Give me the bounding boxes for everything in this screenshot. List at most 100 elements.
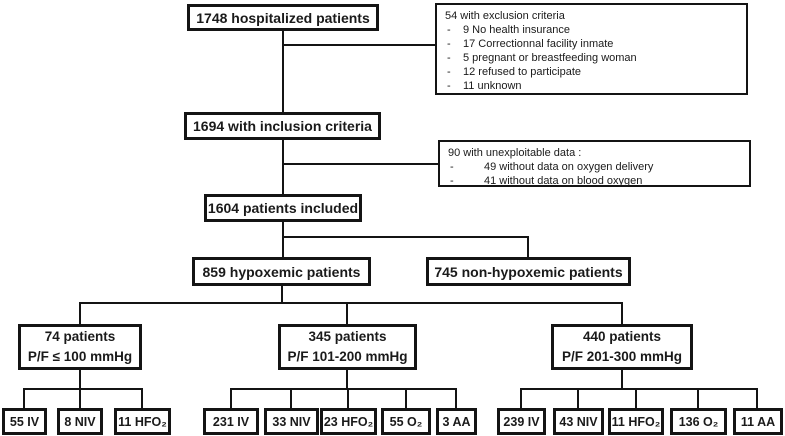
box-moderate-o2: 55 O₂ [381, 408, 431, 435]
therapy-label: 55 O₂ [389, 414, 423, 429]
exclusion-list: -9 No health insurance -17 Correctionnal… [445, 23, 740, 93]
connector [79, 302, 81, 325]
list-item-text: 49 without data on oxygen delivery [484, 161, 654, 173]
box-non-hypoxemic-label: 745 non-hypoxemic patients [434, 263, 623, 280]
therapy-label: 8 NIV [64, 414, 96, 429]
list-item: -12 refused to participate [445, 65, 740, 79]
list-item: -17 Correctionnal facility inmate [445, 37, 740, 51]
list-item-text: 11 unknown [463, 80, 522, 92]
therapy-label: 231 IV [212, 414, 250, 429]
connector [230, 388, 232, 409]
therapy-label: 136 O₂ [678, 414, 719, 429]
connector [281, 286, 283, 304]
pf-count: 440 patients [582, 329, 662, 344]
connector [141, 388, 143, 409]
connector [697, 388, 699, 409]
box-non-hypoxemic: 745 non-hypoxemic patients [426, 257, 631, 286]
box-severe-niv: 8 NIV [57, 408, 103, 435]
pf-count: 74 patients [44, 329, 116, 344]
connector [577, 388, 579, 409]
exclusion-criteria-box: 54 with exclusion criteria -9 No health … [435, 3, 748, 95]
pf-count: 345 patients [308, 329, 387, 344]
box-mild-aa: 11 AA [733, 408, 783, 435]
connector [23, 388, 25, 409]
box-moderate-niv: 33 NIV [264, 408, 319, 435]
list-item-text: 12 refused to participate [463, 66, 582, 78]
bullet-dash: - [450, 161, 454, 173]
list-item: - 49 without data on oxygen delivery [448, 160, 743, 174]
box-moderate-hfo2: 23 HFO₂ [320, 408, 377, 435]
connector [290, 388, 292, 409]
bullet-dash: - [447, 52, 451, 64]
connector [23, 388, 143, 390]
connector [455, 388, 457, 409]
connector [282, 163, 438, 165]
connector [405, 388, 407, 409]
box-pf-201-300: 440 patients P/F 201-300 mmHg [551, 324, 693, 370]
therapy-label: 3 AA [442, 414, 471, 429]
list-item: -9 No health insurance [445, 23, 740, 37]
therapy-label: 55 IV [9, 414, 40, 429]
pf-range: P/F 201-300 mmHg [561, 349, 683, 364]
list-item-text: 5 pregnant or breastfeeding woman [463, 52, 637, 64]
bullet-dash: - [447, 38, 451, 50]
therapy-label: 11 HFO₂ [611, 414, 661, 429]
box-hypoxemic-label: 859 hypoxemic patients [202, 263, 361, 280]
connector [230, 388, 457, 390]
list-item: -41 without data on blood oxygen [448, 174, 743, 188]
pf-range: P/F 101-200 mmHg [287, 349, 408, 364]
therapy-label: 23 HFO₂ [323, 414, 374, 429]
box-moderate-iv: 231 IV [203, 408, 259, 435]
connector [520, 388, 758, 390]
connector [282, 236, 529, 238]
box-patients-included: 1604 patients included [204, 194, 362, 222]
box-hospitalized-patients: 1748 hospitalized patients [187, 4, 379, 31]
list-item: -11 unknown [445, 79, 740, 93]
connector [347, 388, 349, 409]
connector [79, 388, 81, 409]
box-mild-niv: 43 NIV [553, 408, 604, 435]
bullet-dash: - [447, 66, 451, 78]
box-pf-101-200: 345 patients P/F 101-200 mmHg [278, 324, 417, 370]
list-item-text: 17 Correctionnal facility inmate [463, 38, 614, 50]
box-hospitalized-label: 1748 hospitalized patients [196, 9, 370, 26]
therapy-label: 11 HFO₂ [118, 414, 167, 429]
list-item-text: 41 without data on blood oxygen [484, 175, 643, 187]
box-mild-hfo2: 11 HFO₂ [608, 408, 664, 435]
box-included-label: 1604 patients included [207, 200, 359, 216]
bullet-dash: - [447, 24, 451, 36]
therapy-label: 239 IV [503, 414, 540, 429]
list-item-text: 9 No health insurance [463, 24, 571, 36]
list-item: -5 pregnant or breastfeeding woman [445, 51, 740, 65]
box-inclusion-criteria: 1694 with inclusion criteria [184, 112, 381, 140]
connector [282, 44, 435, 46]
exclusion-title: 54 with exclusion criteria [445, 10, 565, 22]
therapy-label: 43 NIV [559, 414, 598, 429]
box-pf-under-100: 74 patients P/F ≤ 100 mmHg [18, 324, 142, 370]
connector [346, 370, 348, 390]
bullet-dash: - [447, 80, 451, 92]
box-mild-iv: 239 IV [497, 408, 546, 435]
connector [621, 302, 623, 325]
therapy-label: 33 NIV [272, 414, 311, 429]
connector [79, 302, 623, 304]
box-inclusion-label: 1694 with inclusion criteria [193, 118, 372, 134]
unexploitable-title: 90 with unexploitable data : [448, 147, 582, 159]
connector [346, 302, 348, 325]
box-mild-o2: 136 O₂ [670, 408, 727, 435]
connector [527, 236, 529, 258]
box-severe-iv: 55 IV [2, 408, 47, 435]
connector [520, 388, 522, 409]
unexploitable-list: - 49 without data on oxygen delivery -41 … [448, 160, 743, 188]
box-hypoxemic: 859 hypoxemic patients [192, 257, 371, 286]
pf-range: P/F ≤ 100 mmHg [27, 349, 133, 364]
unexploitable-data-box: 90 with unexploitable data : - 49 without… [438, 140, 751, 187]
box-severe-hfo2: 11 HFO₂ [114, 408, 171, 435]
connector [621, 370, 623, 390]
connector [635, 388, 637, 409]
connector [79, 370, 81, 390]
connector [282, 31, 284, 113]
connector [756, 388, 758, 409]
connector [282, 222, 284, 258]
